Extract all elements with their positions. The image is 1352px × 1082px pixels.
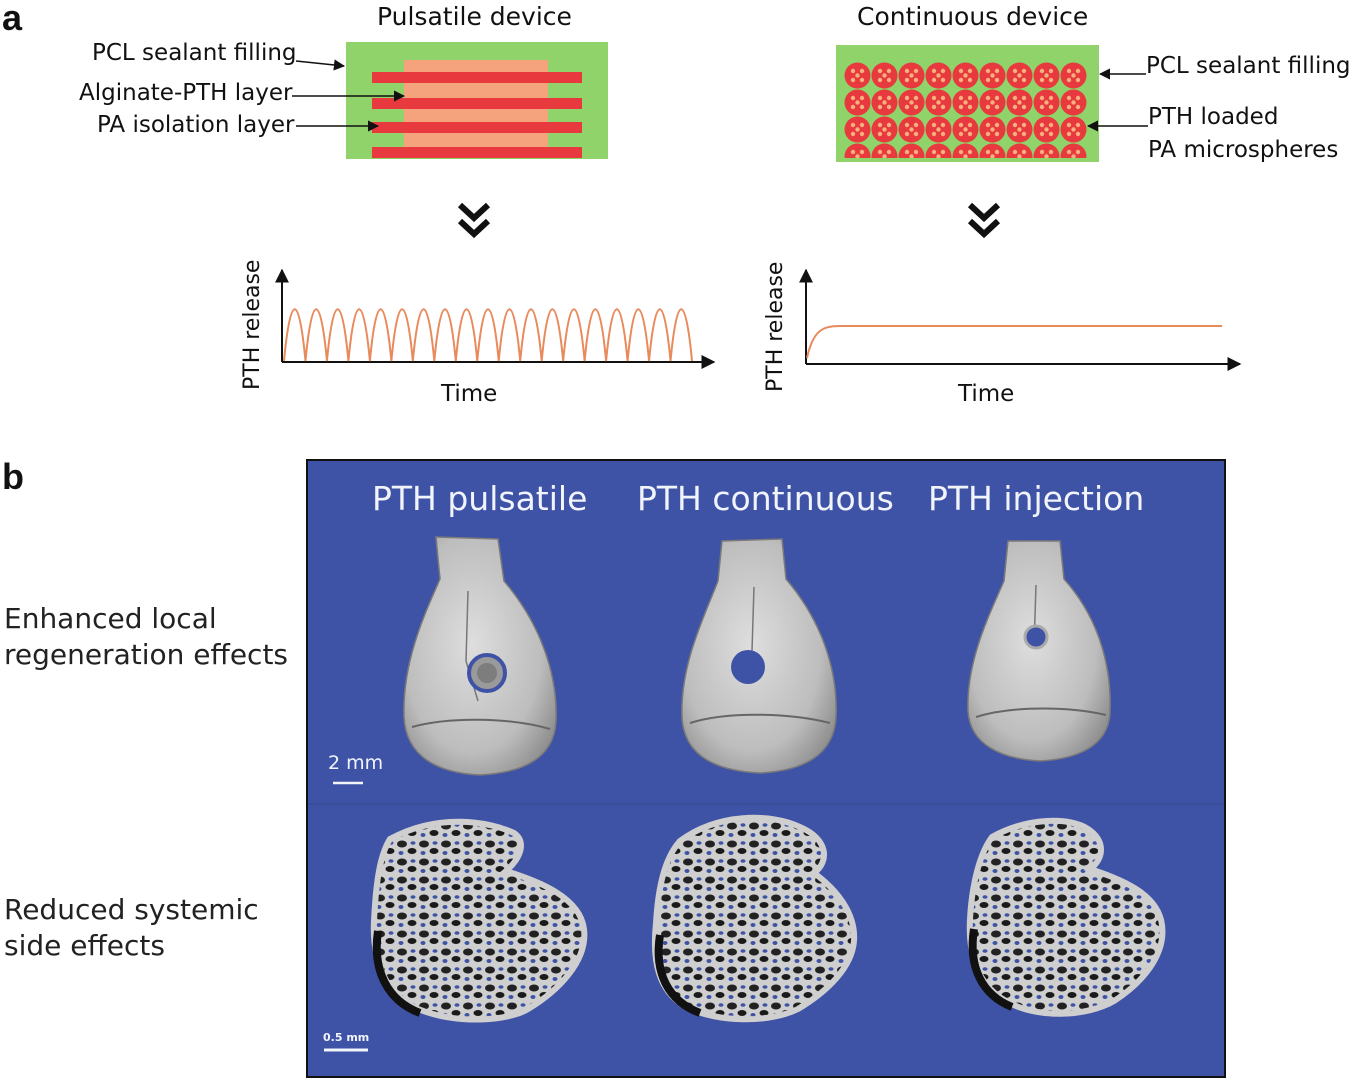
row-label-local-line1: Enhanced local (4, 602, 217, 635)
pulsatile-device-title: Pulsatile device (377, 2, 572, 31)
pth-loaded-label: PTH loaded (1148, 104, 1279, 130)
pa-microspheres-label: PA microspheres (1148, 137, 1339, 163)
femur-cross-section-pulsatile (370, 818, 588, 1023)
row-label-systemic-line1: Reduced systemic (4, 893, 259, 926)
pcl-label-continuous: PCL sealant filling (1146, 53, 1351, 79)
column-title-pulsatile: PTH pulsatile (372, 479, 588, 518)
skull-pulsatile (403, 536, 557, 776)
pulsatile-device-diagram (275, 42, 716, 369)
femur-cross-section-injection (966, 817, 1166, 1017)
column-title-injection: PTH injection (928, 479, 1145, 518)
panel-a-letter: a (2, 0, 23, 38)
pa-microspheres-array (844, 62, 1087, 158)
column-title-continuous: PTH continuous (637, 479, 894, 518)
femur-cross-section-continuous (651, 814, 858, 1023)
pulsatile-x-axis-label: Time (441, 381, 498, 407)
skull-continuous (681, 538, 837, 774)
panel-b-letter: b (2, 456, 24, 497)
continuous-release-curve (806, 325, 1222, 359)
scale-bar-2mm-label: 2 mm (328, 752, 384, 774)
pa-layer-4 (372, 147, 582, 158)
continuous-y-axis-label: PTH release (763, 261, 788, 392)
pa-layer-2 (372, 98, 582, 109)
microct-image-panel: PTH pulsatile PTH continuous PTH injecti… (306, 459, 1226, 1078)
pulsatile-release-curve (283, 308, 693, 362)
chevron-down-icon (967, 202, 1001, 239)
pa-layer-3 (372, 122, 582, 133)
alginate-label: Alginate-PTH layer (79, 80, 293, 106)
skull-injection (967, 540, 1111, 762)
pcl-leader-arrow (295, 59, 346, 71)
continuous-device-diagram (799, 45, 1242, 371)
defect-site-continuous (731, 650, 765, 684)
microct-renderings (308, 536, 1224, 1052)
pa-isolation-label: PA isolation layer (97, 112, 295, 138)
chevron-down-icon (457, 202, 491, 239)
continuous-device-title: Continuous device (857, 2, 1089, 31)
pulsatile-y-axis-label: PTH release (240, 259, 265, 390)
pcl-label-pulsatile: PCL sealant filling (92, 40, 297, 66)
row-label-systemic-line2: side effects (4, 929, 165, 962)
row-label-local-line2: regeneration effects (4, 638, 289, 671)
scale-bar-0-5mm-label: 0.5 mm (323, 1031, 370, 1044)
pa-layer-1 (372, 72, 582, 83)
defect-site-injection (1023, 624, 1049, 650)
continuous-x-axis-label: Time (958, 381, 1015, 407)
